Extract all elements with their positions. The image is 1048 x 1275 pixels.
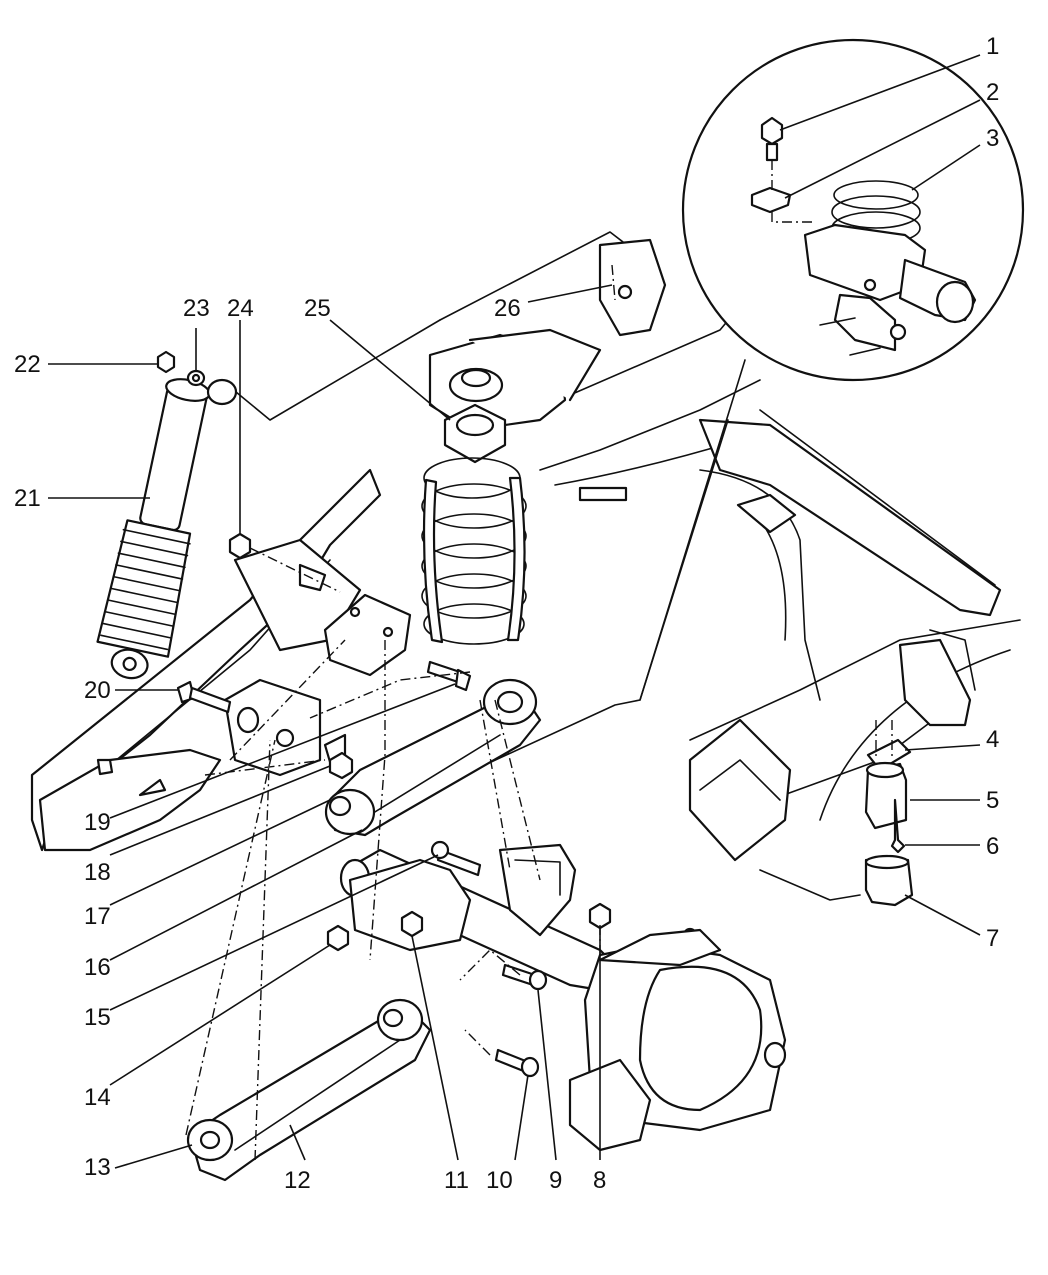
detail-inset xyxy=(681,38,1025,382)
callout-18: 18 xyxy=(84,859,111,886)
spring-isolator xyxy=(443,367,507,464)
callout-12: 12 xyxy=(284,1167,311,1194)
callout-3: 3 xyxy=(986,125,999,152)
axle-bolt-10 xyxy=(494,1048,540,1078)
callout-10: 10 xyxy=(486,1167,513,1194)
callout-5: 5 xyxy=(986,787,999,814)
callout-labels: 1 2 3 4 5 6 7 8 9 10 11 12 13 14 15 16 1… xyxy=(14,33,999,1194)
axle-bolt-9 xyxy=(501,963,548,991)
axle-nut-11 xyxy=(400,910,424,938)
callout-22: 22 xyxy=(14,351,41,378)
shock-washer xyxy=(186,369,206,387)
upper-control-arm xyxy=(324,678,542,837)
callout-11: 11 xyxy=(444,1167,469,1194)
assembly-lines xyxy=(185,264,616,1161)
callout-19: 19 xyxy=(84,809,111,836)
shock-lower-bolt xyxy=(176,680,260,734)
callout-17: 17 xyxy=(84,903,111,930)
shock-upper-eye xyxy=(206,378,238,406)
left-frame-rail xyxy=(30,468,382,852)
shock-absorber xyxy=(96,378,211,680)
axle-bolt-15 xyxy=(430,840,482,877)
callout-23: 23 xyxy=(183,295,210,322)
jounce-bumper-assembly xyxy=(864,720,914,907)
spring-seat-bracket xyxy=(428,238,667,432)
callout-9: 9 xyxy=(549,1167,562,1194)
callout-24: 24 xyxy=(227,295,254,322)
upper-arm-nut xyxy=(328,751,354,780)
upper-arm-frame-bracket xyxy=(323,593,412,677)
coil-spring xyxy=(421,457,527,645)
callout-25: 25 xyxy=(304,295,331,322)
lower-control-arm xyxy=(186,998,432,1182)
lower-arm-nut-14 xyxy=(326,924,350,952)
callout-15: 15 xyxy=(84,1004,111,1031)
axle-housing xyxy=(339,843,787,1152)
callout-26: 26 xyxy=(494,295,521,322)
callout-4: 4 xyxy=(986,726,999,753)
callout-8: 8 xyxy=(593,1167,606,1194)
callout-2: 2 xyxy=(986,79,999,106)
callout-20: 20 xyxy=(84,677,111,704)
callout-21: 21 xyxy=(14,485,41,512)
callout-7: 7 xyxy=(986,925,999,952)
underbody-structure xyxy=(364,231,1021,901)
upper-arm-bolt xyxy=(426,660,472,692)
callout-14: 14 xyxy=(84,1084,111,1111)
axle-nut-8 xyxy=(588,902,612,930)
shock-nut xyxy=(156,350,176,374)
callout-1: 1 xyxy=(986,33,999,60)
callout-6: 6 xyxy=(986,833,999,860)
callout-16: 16 xyxy=(84,954,111,981)
callout-13: 13 xyxy=(84,1154,111,1181)
leader-lines xyxy=(48,54,981,1169)
